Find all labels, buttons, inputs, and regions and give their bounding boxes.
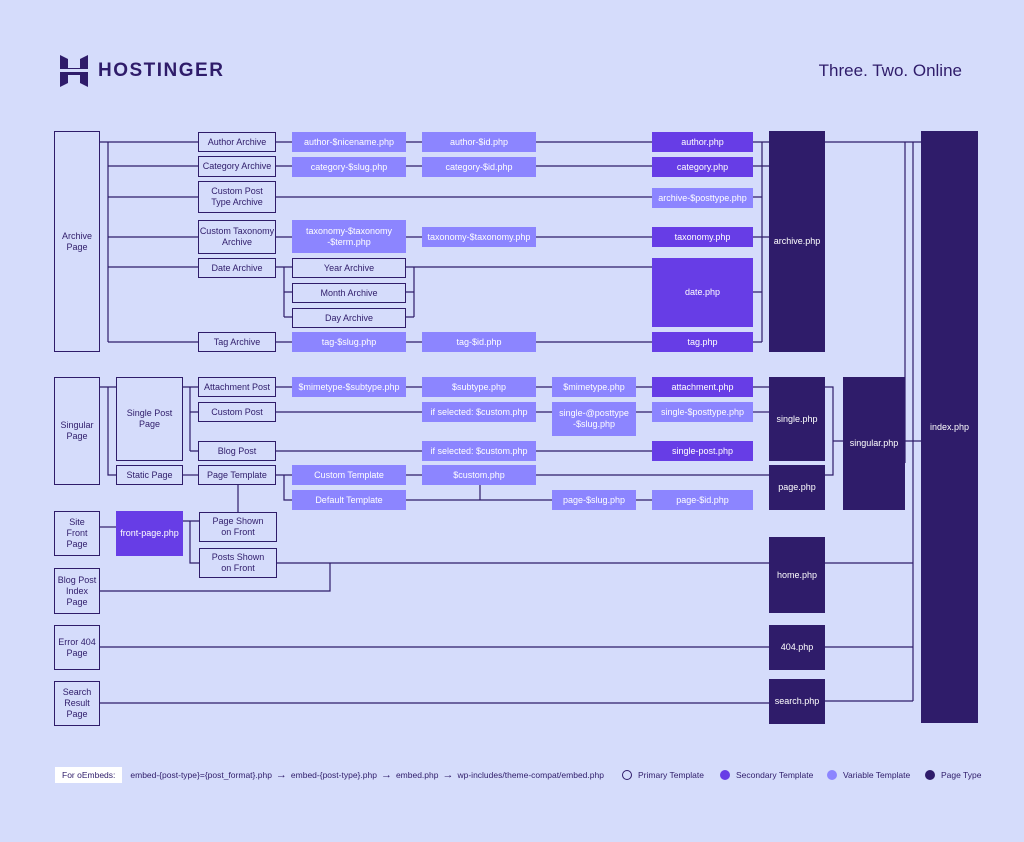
oembed-step: embed.php — [395, 770, 439, 780]
page-php-node: page.php — [769, 465, 825, 510]
year-archive-node: Year Archive — [292, 258, 406, 278]
arrow-right-icon: → — [275, 769, 287, 781]
single-post-page-node: Single Post Page — [116, 377, 183, 461]
custom-post-node: Custom Post — [198, 402, 276, 422]
custom-post-type-archive-node: Custom Post Type Archive — [198, 181, 276, 213]
default-template-node: Default Template — [292, 490, 406, 510]
primary-template-dot-icon — [622, 770, 632, 780]
attachment-php-node: attachment.php — [652, 377, 753, 397]
archive-page-node: Archive Page — [54, 131, 100, 352]
secondary-template-dot-icon — [720, 770, 730, 780]
archive-posttype-php-node: archive-$posttype.php — [652, 188, 753, 208]
static-page-node: Static Page — [116, 465, 183, 485]
archive-php-node: archive.php — [769, 131, 825, 352]
attachment-post-node: Attachment Post — [198, 377, 276, 397]
index-php-node: index.php — [921, 131, 978, 723]
error-404-page-node: Error 404 Page — [54, 625, 100, 670]
page-type-dot-icon — [925, 770, 935, 780]
legend-page-type: Page Type — [925, 767, 982, 783]
oembed-step: embed-{post-type}={post_format}.php — [130, 770, 272, 780]
author-archive-node: Author Archive — [198, 132, 276, 152]
if-selected-custom-node-2: if selected: $custom.php — [422, 441, 536, 461]
custom-taxonomy-archive-node: Custom Taxonomy Archive — [198, 220, 276, 254]
brand-name: HOSTINGER — [98, 60, 225, 81]
search-php-node: search.php — [769, 679, 825, 724]
single-posttype-slug-node: single-@posttype -$slug.php — [552, 402, 636, 436]
author-id-node: author-$id.php — [422, 132, 536, 152]
arrow-right-icon: → — [442, 769, 454, 781]
singular-page-node: Singular Page — [54, 377, 100, 485]
day-archive-node: Day Archive — [292, 308, 406, 328]
page-template-node: Page Template — [198, 465, 276, 485]
taxonomy-php-node: taxonomy.php — [652, 227, 753, 247]
search-result-page-node: Search Result Page — [54, 681, 100, 726]
tag-slug-node: tag-$slug.php — [292, 332, 406, 352]
page-shown-on-front-node: Page Shown on Front — [199, 512, 277, 542]
oembed-label: For oEmbeds: — [55, 767, 123, 783]
author-php-node: author.php — [652, 132, 753, 152]
mimetype-subtype-node: $mimetype-$subtype.php — [292, 377, 406, 397]
author-nicename-node: author-$nicename.php — [292, 132, 406, 152]
date-php-node: date.php — [652, 258, 753, 327]
single-php-node: single.php — [769, 377, 825, 461]
hostinger-logo-icon — [60, 55, 88, 87]
taxonomy-taxonomy-node: taxonomy-$taxonomy.php — [422, 227, 536, 247]
legend-label: Primary Template — [638, 770, 704, 780]
category-id-node: category-$id.php — [422, 157, 536, 177]
taxonomy-term-node: taxonomy-$taxonomy -$term.php — [292, 220, 406, 253]
category-archive-node: Category Archive — [198, 156, 276, 177]
tag-id-node: tag-$id.php — [422, 332, 536, 352]
posts-shown-on-front-node: Posts Shown on Front — [199, 548, 277, 578]
blog-post-index-page-node: Blog Post Index Page — [54, 568, 100, 614]
legend-variable-template: Variable Template — [827, 767, 910, 783]
oembed-step: wp-includes/theme-compat/embed.php — [457, 770, 604, 780]
legend-label: Page Type — [941, 770, 982, 780]
oembed-chain: For oEmbeds: embed-{post-type}={post_for… — [55, 767, 604, 783]
hostinger-logo: HOSTINGER — [60, 55, 224, 87]
page-id-node: page-$id.php — [652, 490, 753, 510]
mimetype-php-node: $mimetype.php — [552, 377, 636, 397]
if-selected-custom-node-1: if selected: $custom.php — [422, 402, 536, 422]
legend-label: Variable Template — [843, 770, 911, 780]
front-page-php-node: front-page.php — [116, 511, 183, 556]
variable-template-dot-icon — [827, 770, 837, 780]
legend-secondary-template: Secondary Template — [720, 767, 813, 783]
month-archive-node: Month Archive — [292, 283, 406, 303]
subtype-php-node: $subtype.php — [422, 377, 536, 397]
tagline: Three. Two. Online — [818, 61, 962, 80]
custom-php-node: $custom.php — [422, 465, 536, 485]
tag-archive-node: Tag Archive — [198, 332, 276, 352]
site-front-page-node: Site Front Page — [54, 511, 100, 556]
single-posttype-node: single-$posttype.php — [652, 402, 753, 422]
category-slug-node: category-$slug.php — [292, 157, 406, 177]
tag-php-node: tag.php — [652, 332, 753, 352]
single-post-php-node: single-post.php — [652, 441, 753, 461]
category-php-node: category.php — [652, 157, 753, 177]
legend-label: Secondary Template — [736, 770, 814, 780]
date-archive-node: Date Archive — [198, 258, 276, 278]
singular-php-node: singular.php — [843, 377, 905, 510]
arrow-right-icon: → — [380, 769, 392, 781]
404-php-node: 404.php — [769, 625, 825, 670]
blog-post-node: Blog Post — [198, 441, 276, 461]
home-php-node: home.php — [769, 537, 825, 613]
legend-primary-template: Primary Template — [622, 767, 704, 783]
page-slug-node: page-$slug.php — [552, 490, 636, 510]
oembed-step: embed-{post-type}.php — [290, 770, 377, 780]
custom-template-node: Custom Template — [292, 465, 406, 485]
